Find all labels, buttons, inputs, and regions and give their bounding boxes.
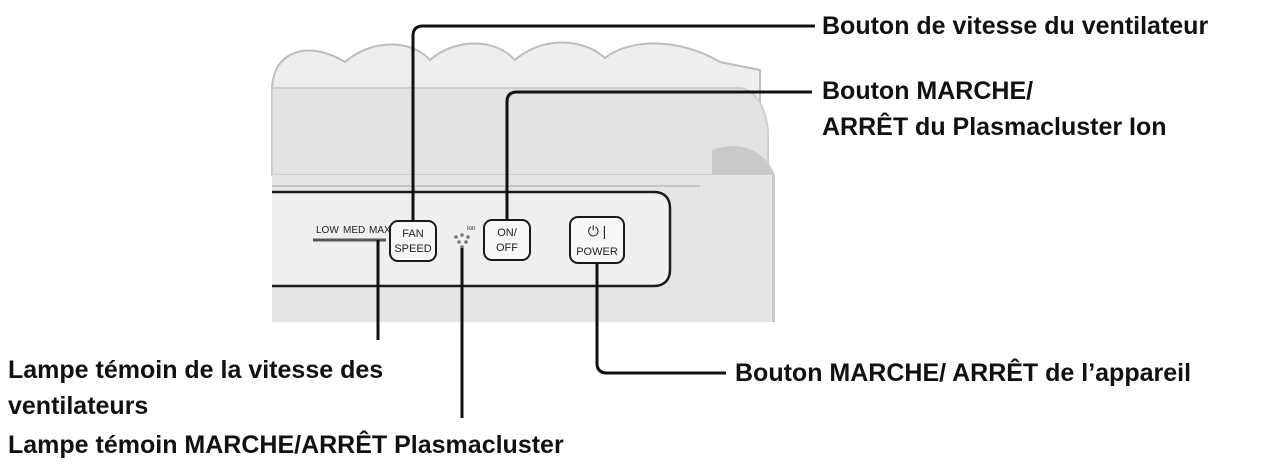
callout-fan-lamp-line1: Lampe témoin de la vitesse des [8,356,384,384]
callout-ion-button-line1: Bouton MARCHE/ [822,77,1034,105]
onoff-button-label-2: OFF [496,242,518,254]
callout-ion-lamp: Lampe témoin MARCHE/ARRÊT Plasmacluster [8,431,564,459]
leader-power-button [595,263,726,375]
speed-indicator: LOW MED MAX [313,225,391,242]
power-button-label: POWER [576,246,618,258]
ion-onoff-button[interactable]: ON/ OFF [483,219,531,261]
callout-fan-lamp-line2: ventilateurs [8,392,149,420]
speed-low-label: LOW [316,225,339,236]
fan-button-label-1: FAN [402,228,423,240]
control-panel [272,190,672,288]
speed-max-label: MAX [369,225,391,236]
ion-indicator-label: Ion [467,226,475,232]
onoff-button-label-1: ON/ [497,227,518,239]
ion-indicator-lamp: Ion [454,226,475,249]
upper-housing [271,87,769,176]
callout-fan-speed-button: Bouton de vitesse du ventilateur [822,12,1209,40]
fan-button-label-2: SPEED [394,243,431,255]
power-button[interactable]: ⏻ | POWER [569,216,625,264]
power-icon: ⏻ | [588,223,607,239]
leader-ion-button [505,90,812,220]
fan-speed-button[interactable]: FAN SPEED [389,220,437,262]
leader-lines [376,24,815,418]
callout-ion-button-line2: ARRÊT du Plasmacluster Ion [822,113,1167,141]
leader-fan-speed-button [411,24,815,221]
callout-power-button: Bouton MARCHE/ ARRÊT de l’appareil [735,359,1192,387]
speed-med-label: MED [343,225,365,236]
